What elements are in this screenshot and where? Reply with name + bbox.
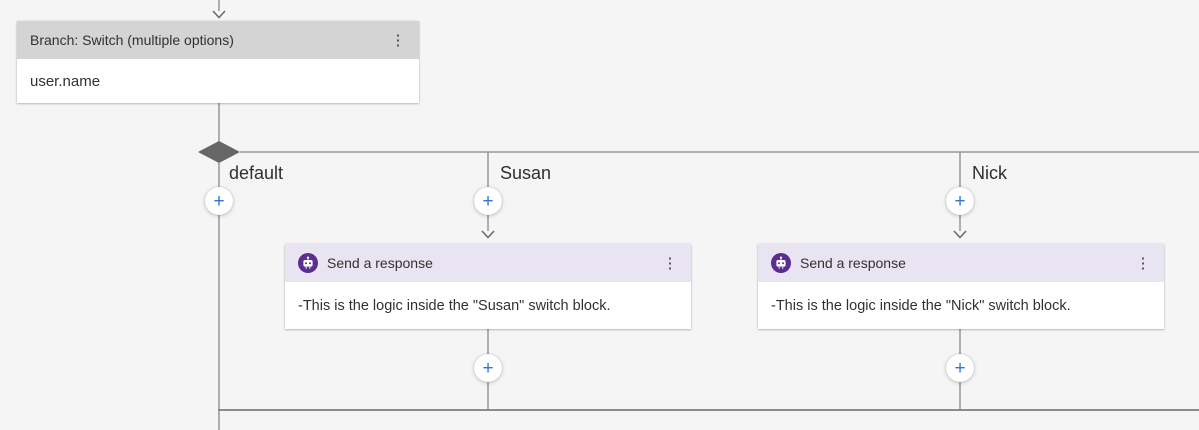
switch-node[interactable]: Branch: Switch (multiple options) ⋮ user… <box>17 21 419 103</box>
arrowhead-susan-icon <box>481 230 495 239</box>
send-response-text: -This is the logic inside the "Susan" sw… <box>298 297 611 314</box>
plus-icon: + <box>213 190 225 212</box>
send-response-node-susan[interactable]: Send a response ⋮ -This is the logic ins… <box>285 244 691 329</box>
add-action-nick-bottom-button[interactable]: + <box>946 354 974 382</box>
switch-condition-value: user.name <box>30 72 101 90</box>
plus-icon: + <box>482 357 494 379</box>
plus-icon: + <box>954 190 966 212</box>
add-action-susan-bottom-button[interactable]: + <box>474 354 502 382</box>
switch-node-body[interactable]: user.name <box>17 59 419 103</box>
branch-label-susan: Susan <box>500 163 552 183</box>
arrowhead-incoming-icon <box>212 10 226 19</box>
more-menu-icon[interactable]: ⋮ <box>390 31 406 49</box>
send-response-bot-icon <box>298 253 318 273</box>
send-response-body[interactable]: -This is the logic inside the "Nick" swi… <box>758 282 1164 329</box>
send-response-text: -This is the logic inside the "Nick" swi… <box>771 297 1071 314</box>
arrowhead-nick-icon <box>953 230 967 239</box>
send-response-header: Send a response ⋮ <box>758 244 1164 282</box>
switch-node-header: Branch: Switch (multiple options) ⋮ <box>17 21 419 59</box>
more-menu-icon[interactable]: ⋮ <box>662 254 678 272</box>
send-response-title: Send a response <box>327 255 433 271</box>
add-action-susan-top-button[interactable]: + <box>474 187 502 215</box>
send-response-node-nick[interactable]: Send a response ⋮ -This is the logic ins… <box>758 244 1164 329</box>
add-action-nick-top-button[interactable]: + <box>946 187 974 215</box>
switch-diamond-icon <box>198 141 240 163</box>
branch-label-nick: Nick <box>972 163 1007 183</box>
switch-node-title: Branch: Switch (multiple options) <box>30 32 234 48</box>
plus-icon: + <box>482 190 494 212</box>
add-action-default-button[interactable]: + <box>205 187 233 215</box>
send-response-header: Send a response ⋮ <box>285 244 691 282</box>
send-response-body[interactable]: -This is the logic inside the "Susan" sw… <box>285 282 691 329</box>
more-menu-icon[interactable]: ⋮ <box>1135 254 1151 272</box>
send-response-bot-icon <box>771 253 791 273</box>
send-response-title: Send a response <box>800 255 906 271</box>
branch-label-default: default <box>229 163 284 183</box>
plus-icon: + <box>954 357 966 379</box>
